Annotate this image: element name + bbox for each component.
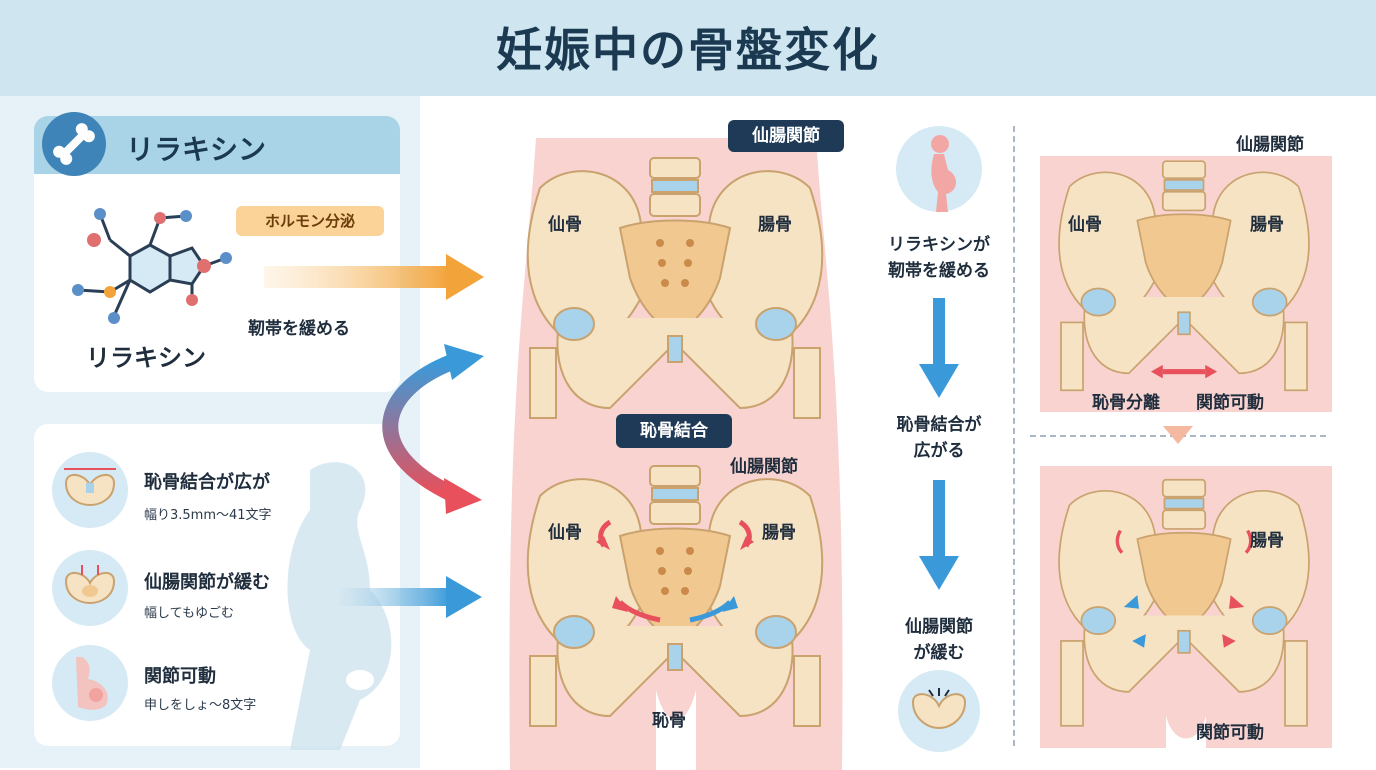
sacroiliac-loosen-icon [64, 565, 116, 605]
right-top-sacrum-label: 仙骨 [1068, 215, 1102, 235]
effect-desc-2: 幅してもゆごむ [144, 606, 234, 621]
center-bottom-sacrum-label: 仙骨 [548, 523, 582, 543]
flow-step-3: 仙腸関節 が緩む [905, 617, 973, 663]
center-top-callout-si-joint: 仙腸関節 [728, 120, 844, 152]
pubic-widening-icon [64, 468, 116, 507]
center-top-ilium-label: 腸骨 [758, 215, 792, 235]
relaxin-card-title: リラキシン [126, 133, 267, 166]
center-bottom-callout-si-joint: 仙腸関節 [730, 457, 798, 477]
center-bottom-pubis-label: 恥骨 [652, 711, 686, 731]
pregnant-woman-icon [931, 135, 957, 212]
effect-title-3: 関節可動 [144, 666, 216, 687]
right-down-triangle [1163, 426, 1193, 444]
right-pelvis-bottom [1058, 478, 1310, 727]
header-banner: 妊娠中の骨盤変化 [0, 0, 1376, 96]
pelvis-icon [911, 688, 967, 730]
pregnant-belly-icon [76, 657, 108, 710]
right-pelvis-top [1058, 160, 1310, 392]
right-panel-divider [1013, 126, 1015, 746]
center-bottom-ilium-label: 腸骨 [762, 523, 796, 543]
effect-desc-1: 幅り3.5mm〜41文字 [144, 508, 272, 523]
right-top-joint-mobility-label: 関節可動 [1196, 393, 1264, 413]
right-top-ilium-label: 腸骨 [1250, 215, 1284, 235]
right-top-callout-si-joint: 仙腸関節 [1236, 135, 1304, 155]
center-top-sacrum-label: 仙骨 [548, 215, 582, 235]
effect-title-2: 仙腸関節が緩む [144, 572, 270, 593]
flow-arrow-2 [919, 480, 959, 590]
right-bottom-ilium-label: 腸骨 [1250, 531, 1284, 551]
pelvis-bottom [526, 465, 824, 727]
flow-step-1: リラキシンが 靭帯を緩める [888, 235, 990, 281]
pelvis-top [526, 157, 824, 419]
bone-icon [42, 112, 106, 176]
effect-desc-3: 申しをしょ〜8文字 [144, 698, 257, 713]
ligament-effect-text: 靭帯を緩める [248, 319, 350, 339]
ghost-pregnant-silhouette [287, 462, 392, 750]
molecule-label: リラキシン [86, 344, 206, 372]
right-bottom-joint-mobility-label: 関節可動 [1196, 723, 1264, 743]
right-top-pubic-separation-label: 恥骨分離 [1092, 393, 1160, 413]
molecule-icon [72, 208, 232, 324]
center-pubic-symphysis-callout: 恥骨結合 [616, 414, 732, 448]
flow-step-2: 恥骨結合が 広がる [896, 415, 982, 461]
hormone-tag: ホルモン分泌 [236, 206, 384, 236]
effect-title-1: 恥骨結合が広が [144, 472, 270, 493]
flow-arrow-1 [919, 298, 959, 398]
page-title: 妊娠中の骨盤変化 [496, 23, 880, 77]
